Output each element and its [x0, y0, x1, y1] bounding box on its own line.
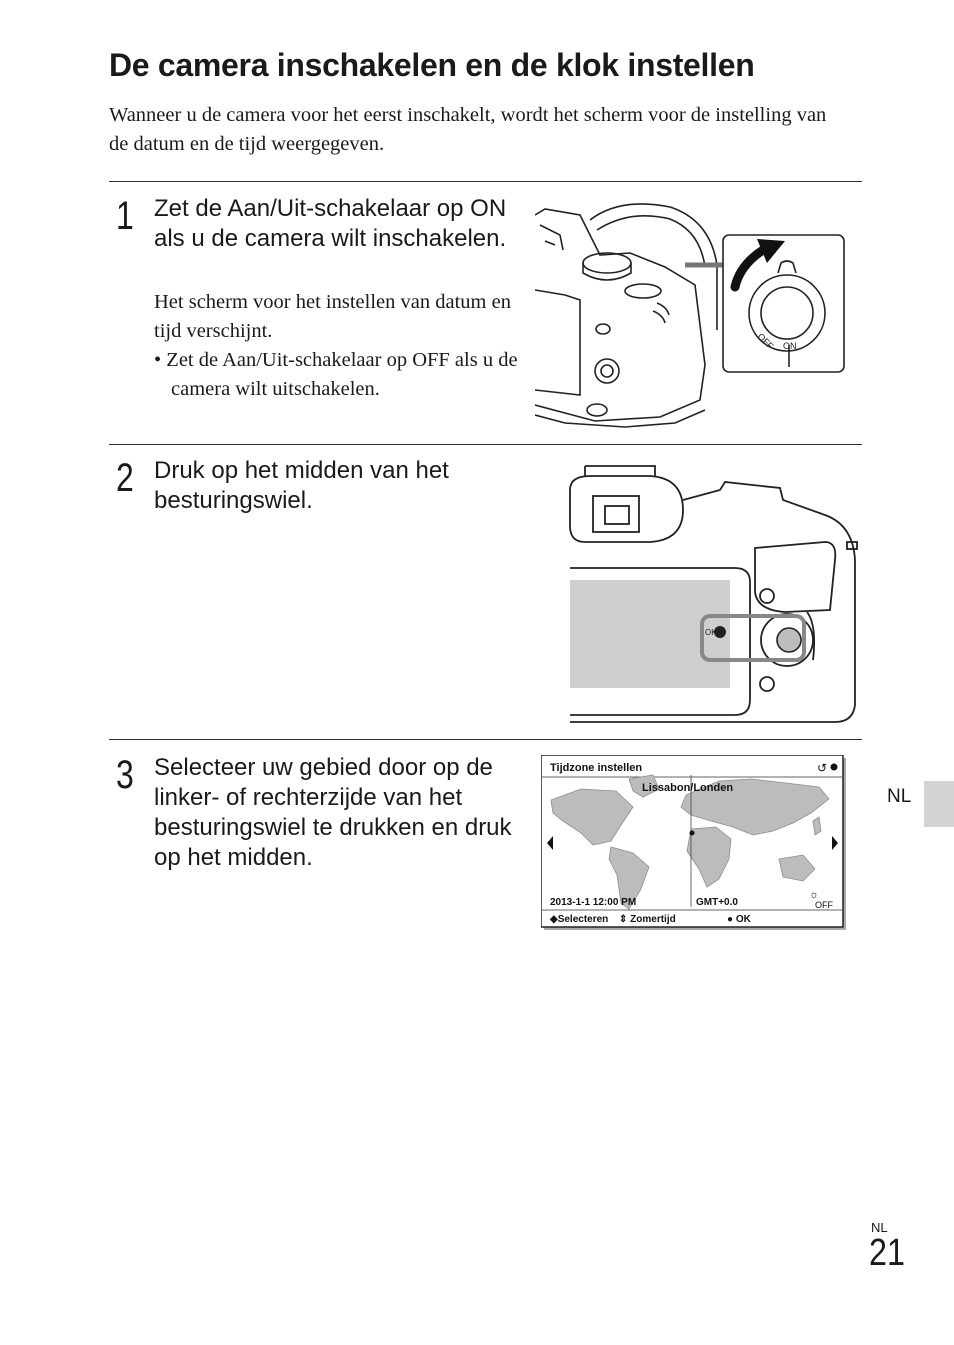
screen-title: Tijdzone instellen: [550, 762, 642, 774]
enter-dot-icon: [830, 763, 838, 771]
switch-on-label: ON: [783, 341, 797, 351]
dst-state: OFF: [815, 900, 833, 910]
arrow-left-icon: [547, 836, 553, 850]
step-1-number: 1: [116, 194, 134, 238]
language-tab: [924, 781, 954, 827]
step-2-instruction: Druk op het midden van het besturingswie…: [154, 457, 449, 514]
step-3-instruction: Selecteer uw gebied door op de linker- o…: [154, 754, 512, 871]
date-time-readout: 2013-1-1 12:00 PM: [550, 897, 636, 908]
step-2-divider: [109, 444, 862, 445]
step-1-bullet: • Zet de Aan/Uit-schakelaar op OFF als u…: [154, 349, 518, 400]
arrow-right-icon: [832, 836, 838, 850]
step-1-instruction: Zet de Aan/Uit-schakelaar op ON als u de…: [154, 195, 507, 252]
gmt-offset: GMT+0.0: [696, 897, 738, 908]
world-map: [550, 774, 830, 910]
back-icon: ↺: [817, 761, 827, 775]
intro-paragraph: Wanneer u de camera voor het eerst insch…: [109, 104, 827, 155]
camera-back-illustration: OK: [569, 465, 858, 723]
dst-hint: ⇕ Zomertijd: [619, 914, 676, 925]
timezone-screen: Tijdzone instellen ↺ Lissabon/Londen 201…: [541, 755, 846, 930]
ok-button-label: OK: [705, 628, 717, 637]
step-1-divider: [109, 181, 862, 182]
page-number: 21: [869, 1232, 905, 1274]
footer-language: NL: [871, 1220, 888, 1235]
step-1-note: Het scherm voor het instellen van datum …: [154, 291, 511, 342]
selected-city: Lissabon/Londen: [642, 782, 733, 794]
page-title: De camera inschakelen en de klok instell…: [109, 47, 755, 83]
dst-sun-icon: ☼: [809, 889, 819, 901]
camera-top-illustration: OFF ON: [535, 203, 845, 428]
language-tab-label: NL: [887, 786, 912, 807]
step-2-number: 2: [116, 456, 134, 500]
step-3-divider: [109, 739, 862, 740]
select-hint: ◆Selecteren: [549, 914, 608, 925]
step-3-number: 3: [116, 753, 134, 797]
ok-hint: ● OK: [727, 914, 752, 925]
